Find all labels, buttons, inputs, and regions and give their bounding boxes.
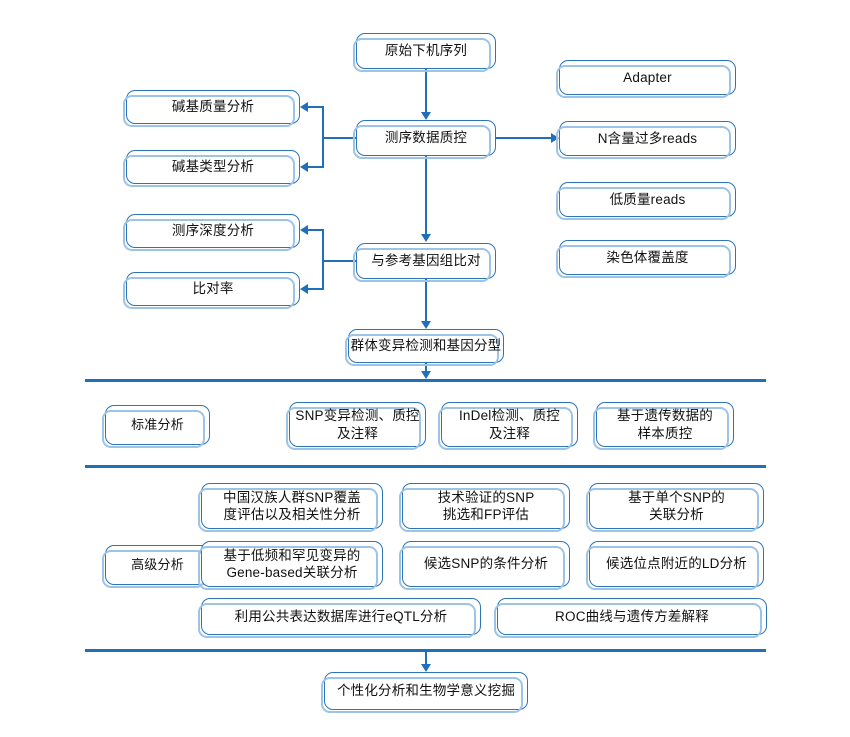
node-advanced-eqtl[interactable]: 利用公共表达数据库进行eQTL分析	[198, 598, 481, 638]
node-advanced-ld[interactable]: 候选位点附近的LD分析	[586, 541, 764, 590]
connector-qc-to-base-quality	[308, 105, 324, 109]
node-qc[interactable]: 测序数据质控	[353, 120, 496, 159]
arrowhead-to-align-rate	[300, 283, 308, 294]
node-raw-sequence[interactable]: 原始下机序列	[353, 33, 496, 72]
section-divider-standard	[85, 379, 766, 382]
node-standard-sample-qc-label: 基于遗传数据的 样本质控	[617, 408, 713, 441]
node-advanced-single-snp-assoc-label: 基于单个SNP的 关联分析	[628, 489, 725, 522]
node-standard-snp[interactable]: SNP变异检测、质控 及注释	[286, 402, 426, 450]
arrowhead-qc-to-align	[420, 234, 431, 242]
node-chrom-coverage-label: 染色体覆盖度	[606, 249, 689, 265]
arrowhead-to-high-n-reads	[551, 132, 559, 143]
node-advanced-conditional[interactable]: 候选SNP的条件分析	[399, 541, 570, 590]
label-advanced-analysis[interactable]: 高级分析	[102, 545, 210, 588]
arrowhead-to-depth-analysis	[300, 224, 308, 235]
node-base-quality[interactable]: 碱基质量分析	[123, 90, 300, 127]
connector-align-to-variant	[425, 279, 428, 323]
connector-align-left-stub	[322, 259, 358, 263]
node-advanced-eqtl-label: 利用公共表达数据库进行eQTL分析	[234, 608, 448, 624]
arrowhead-to-base-type	[300, 161, 308, 172]
node-advanced-gene-based-label: 基于低频和罕见变异的 Gene-based关联分析	[223, 547, 361, 580]
arrowhead-variant-to-standard	[420, 371, 431, 379]
connector-raw-to-qc	[425, 69, 428, 114]
node-advanced-han-snp-coverage-label: 中国汉族人群SNP覆盖 度评估以及相关性分析	[223, 489, 361, 522]
node-align-rate-label: 比对率	[192, 281, 234, 297]
node-adapter-label: Adapter	[623, 69, 672, 85]
connector-align-left-spine	[322, 229, 325, 289]
node-low-quality-reads-label: 低质量reads	[609, 191, 686, 207]
node-qc-label: 测序数据质控	[384, 130, 468, 146]
node-advanced-roc-label: ROC曲线与遗传方差解释	[555, 608, 709, 624]
connector-qc-left-stub	[322, 136, 358, 140]
node-variant-calling[interactable]: 群体变异检测和基因分型	[345, 329, 504, 366]
node-depth-analysis[interactable]: 测序深度分析	[123, 214, 300, 251]
connector-align-to-rate	[308, 287, 324, 291]
node-final-personalized-analysis-label: 个性化分析和生物学意义挖掘	[336, 683, 516, 699]
node-base-quality-label: 碱基质量分析	[171, 99, 255, 115]
label-standard-analysis-text: 标准分析	[131, 416, 184, 432]
node-advanced-tech-validation-label: 技术验证的SNP 挑选和FP评估	[437, 489, 535, 522]
connector-qc-to-align	[425, 156, 428, 236]
node-advanced-single-snp-assoc[interactable]: 基于单个SNP的 关联分析	[586, 483, 764, 532]
connector-variant-to-standard	[425, 363, 428, 375]
node-align-rate[interactable]: 比对率	[123, 272, 300, 309]
node-depth-analysis-label: 测序深度分析	[171, 223, 255, 239]
section-divider-final	[85, 649, 766, 652]
connector-to-final	[425, 652, 428, 668]
node-low-quality-reads[interactable]: 低质量reads	[556, 182, 736, 220]
node-align-reference-label: 与参考基因组比对	[371, 253, 481, 269]
connector-qc-left-spine	[322, 106, 325, 167]
node-advanced-conditional-label: 候选SNP的条件分析	[423, 556, 549, 572]
node-raw-sequence-label: 原始下机序列	[384, 43, 468, 59]
node-standard-snp-label: SNP变异检测、质控 及注释	[295, 408, 420, 441]
node-variant-calling-label: 群体变异检测和基因分型	[350, 338, 502, 354]
arrowhead-align-to-variant	[420, 321, 431, 329]
node-high-n-reads-label: N含量过多reads	[597, 130, 698, 146]
node-align-reference[interactable]: 与参考基因组比对	[353, 243, 496, 282]
node-base-type-label: 碱基类型分析	[171, 159, 255, 175]
node-chrom-coverage[interactable]: 染色体覆盖度	[556, 240, 736, 278]
node-standard-indel[interactable]: InDel检测、质控 及注释	[438, 402, 578, 450]
arrowhead-to-final	[420, 664, 431, 672]
node-advanced-gene-based[interactable]: 基于低频和罕见变异的 Gene-based关联分析	[198, 541, 383, 590]
arrowhead-raw-to-qc	[420, 112, 431, 120]
node-base-type[interactable]: 碱基类型分析	[123, 150, 300, 187]
node-standard-sample-qc[interactable]: 基于遗传数据的 样本质控	[593, 402, 734, 450]
node-advanced-ld-label: 候选位点附近的LD分析	[606, 556, 747, 572]
section-divider-advanced	[85, 465, 766, 468]
arrowhead-to-base-quality	[300, 101, 308, 112]
connector-qc-to-high-n-reads	[496, 136, 552, 140]
connector-align-to-depth	[308, 228, 324, 232]
node-advanced-tech-validation[interactable]: 技术验证的SNP 挑选和FP评估	[399, 483, 570, 532]
label-advanced-analysis-text: 高级分析	[131, 556, 184, 572]
connector-qc-to-base-type	[308, 165, 324, 169]
node-high-n-reads[interactable]: N含量过多reads	[556, 121, 736, 159]
node-advanced-han-snp-coverage[interactable]: 中国汉族人群SNP覆盖 度评估以及相关性分析	[198, 483, 383, 532]
node-final-personalized-analysis[interactable]: 个性化分析和生物学意义挖掘	[321, 672, 528, 713]
node-advanced-roc[interactable]: ROC曲线与遗传方差解释	[494, 598, 767, 638]
node-standard-indel-label: InDel检测、质控 及注释	[458, 408, 560, 441]
label-standard-analysis[interactable]: 标准分析	[102, 405, 210, 448]
node-adapter[interactable]: Adapter	[556, 60, 736, 98]
